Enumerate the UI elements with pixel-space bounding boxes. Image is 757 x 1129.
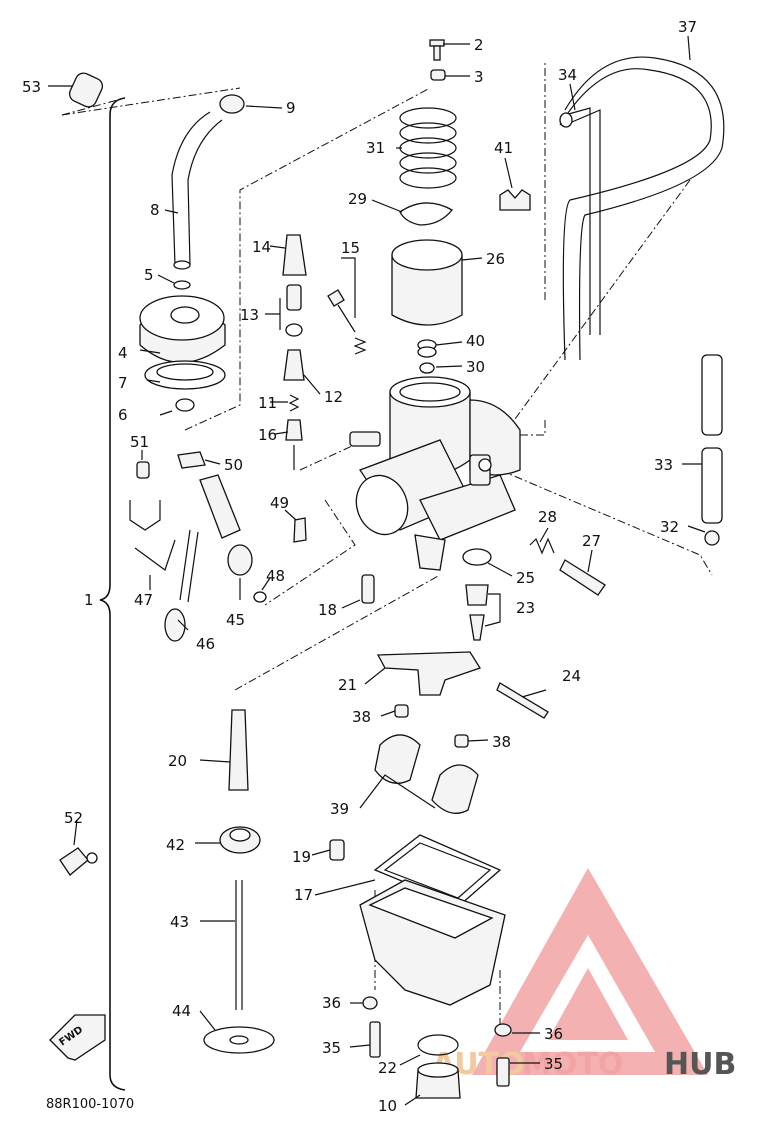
callout-32: 32 <box>660 518 679 536</box>
callout-30: 30 <box>466 358 485 376</box>
callout-48: 48 <box>266 567 285 585</box>
callout-35-left: 35 <box>322 1039 341 1057</box>
callout-7: 7 <box>118 374 128 392</box>
callout-37: 37 <box>678 18 697 36</box>
callout-12: 12 <box>324 388 343 406</box>
callout-29: 29 <box>348 190 367 208</box>
part-26-throttle-valve <box>391 239 463 326</box>
callout-45: 45 <box>226 611 245 629</box>
callout-24: 24 <box>562 667 581 685</box>
part-14 <box>282 234 307 276</box>
callout-43: 43 <box>170 913 189 931</box>
callout-14: 14 <box>252 238 271 256</box>
callout-11: 11 <box>258 394 277 412</box>
part-53-cap <box>68 72 104 108</box>
diagram-code: 88R100-1070 <box>46 1097 134 1112</box>
callout-44: 44 <box>172 1002 191 1020</box>
float-bowl <box>359 879 506 1006</box>
part-2-screw <box>429 39 445 61</box>
callout-27: 27 <box>582 532 601 550</box>
part-drawings <box>49 39 725 1099</box>
callout-39: 39 <box>330 800 349 818</box>
callout-33: 33 <box>654 456 673 474</box>
callout-4: 4 <box>118 344 128 362</box>
callout-36-right: 36 <box>544 1025 563 1043</box>
callout-8: 8 <box>150 201 160 219</box>
callout-3: 3 <box>474 68 484 86</box>
callout-28: 28 <box>538 508 557 526</box>
callout-41: 41 <box>494 139 513 157</box>
assembly-bracket <box>99 97 126 1091</box>
callout-23: 23 <box>516 599 535 617</box>
callout-31: 31 <box>366 139 385 157</box>
callout-17: 17 <box>294 886 313 904</box>
callout-36-left: 36 <box>322 994 341 1012</box>
callout-15: 15 <box>341 239 360 257</box>
callout-20: 20 <box>168 752 187 770</box>
leader-lines <box>48 35 706 1106</box>
callout-51: 51 <box>130 433 149 451</box>
callout-38-right: 38 <box>492 733 511 751</box>
callout-46: 46 <box>196 635 215 653</box>
watermark-text-hub: HUB <box>664 1047 736 1082</box>
callout-18: 18 <box>318 601 337 619</box>
part-37-hose <box>559 56 725 361</box>
part-34-hose <box>559 107 601 335</box>
callout-16: 16 <box>258 426 277 444</box>
callout-52: 52 <box>64 809 83 827</box>
part-8-hose <box>171 111 223 270</box>
callout-2: 2 <box>474 36 484 54</box>
watermark-logo: AUTO MOTO HUB <box>432 868 736 1082</box>
part-31-spring <box>399 107 457 189</box>
callout-40: 40 <box>466 332 485 350</box>
callout-5: 5 <box>144 266 154 284</box>
callout-25: 25 <box>516 569 535 587</box>
carburetor-body <box>349 376 521 571</box>
callout-26: 26 <box>486 250 505 268</box>
part-45-46 <box>164 474 253 642</box>
callout-22: 22 <box>378 1059 397 1077</box>
assembly-label: 1 <box>84 591 94 609</box>
callout-13: 13 <box>240 306 259 324</box>
fwd-arrow-icon <box>49 1014 106 1061</box>
callout-9: 9 <box>286 99 296 117</box>
callout-21: 21 <box>338 676 357 694</box>
callout-50: 50 <box>224 456 243 474</box>
callout-35-right: 35 <box>544 1055 563 1073</box>
callout-34: 34 <box>558 66 577 84</box>
callout-labels: 2 3 37 34 53 9 31 41 29 8 14 15 26 5 13 … <box>22 18 697 1115</box>
callout-38-left: 38 <box>352 708 371 726</box>
part-9-cap <box>219 94 245 114</box>
callout-49: 49 <box>270 494 289 512</box>
callout-53: 53 <box>22 78 41 96</box>
part-15-screw <box>327 289 367 355</box>
callout-47: 47 <box>134 591 153 609</box>
callout-10: 10 <box>378 1097 397 1115</box>
watermark-text-moto: MOTO <box>522 1047 623 1082</box>
callout-19: 19 <box>292 848 311 866</box>
part-33-hose <box>701 354 723 524</box>
callout-42: 42 <box>166 836 185 854</box>
part-4-mixing-chamber-top <box>139 295 226 364</box>
callout-6: 6 <box>118 406 128 424</box>
